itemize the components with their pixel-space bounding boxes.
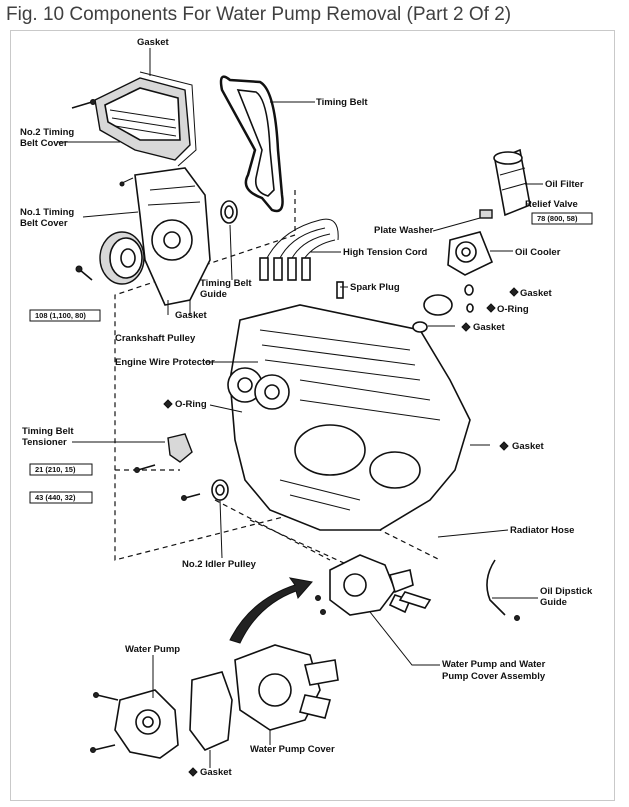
gasket-bottom-shape <box>189 671 233 751</box>
relief-torque-box <box>531 212 593 225</box>
label-plate-washer: Plate Washer <box>374 225 434 236</box>
torque-21-box <box>29 463 93 476</box>
no1-timing-belt-cover <box>134 167 211 306</box>
gasket-center-ring <box>412 321 428 333</box>
label-dipstick-1: Oil Dipstick <box>540 586 593 597</box>
label-no2-cover-1: No.2 Timing <box>20 127 74 138</box>
oil-cooler <box>447 231 494 276</box>
label-relief-torque: 78 (800, 58) <box>537 214 578 223</box>
gasket-right-ring <box>423 294 453 316</box>
bolt-21 <box>134 464 156 473</box>
no2-idler-pulley-hub <box>215 484 225 496</box>
page-title: Fig. 10 Components For Water Pump Remova… <box>6 4 512 25</box>
oil-dipstick-guide <box>486 559 506 616</box>
radiator-hose <box>398 591 432 609</box>
label-relief-valve: Relief Valve <box>525 199 578 210</box>
label-gasket-top: Gasket <box>137 37 170 48</box>
crankshaft-pulley <box>99 231 145 285</box>
torque-108-box <box>29 309 101 322</box>
no2-timing-belt-cover <box>94 77 191 161</box>
bolt-pump-1 <box>96 694 119 701</box>
bolt-assembly-1 <box>315 595 321 601</box>
gasket-top-shape <box>139 71 197 167</box>
label-assembly-2: Pump Cover Assembly <box>442 671 546 682</box>
label-no2-cover-2: Belt Cover <box>20 138 68 149</box>
label-gasket-bottom: Gasket <box>200 767 233 778</box>
label-oil-cooler: Oil Cooler <box>515 247 561 258</box>
label-guide-2: Guide <box>200 289 227 300</box>
diagram-frame <box>10 30 615 801</box>
label-dipstick-2: Guide <box>540 597 567 608</box>
gasket-right-small <box>464 284 474 296</box>
relief-valve <box>479 209 493 219</box>
label-torque-43: 43 (440, 32) <box>35 493 76 502</box>
bolt-cover-1 <box>121 177 134 184</box>
label-high-tension-cord: High Tension Cord <box>343 247 427 258</box>
label-oring-left: O-Ring <box>175 399 207 410</box>
label-assembly-1: Water Pump and Water <box>442 659 546 670</box>
engine-block <box>229 304 471 531</box>
timing-belt <box>219 75 284 213</box>
bolt-top-left <box>71 99 96 109</box>
label-gasket-center: Gasket <box>175 310 208 321</box>
label-idler-pulley: No.2 Idler Pulley <box>182 559 257 570</box>
label-spark-plug: Spark Plug <box>350 282 400 293</box>
spark-plug <box>336 281 344 299</box>
oil-filter <box>493 148 531 217</box>
timing-belt-guide-inner <box>224 205 234 219</box>
pulley-bolt <box>75 265 93 281</box>
timing-belt-tensioner <box>167 433 193 463</box>
bolt-assembly-2 <box>320 609 326 615</box>
bolt-pump-1-head <box>93 692 99 698</box>
label-radiator-hose: Radiator Hose <box>510 525 574 536</box>
oring-right-small <box>466 303 474 313</box>
high-tension-cords <box>259 218 339 281</box>
water-pump <box>114 689 179 759</box>
label-water-pump-cover: Water Pump Cover <box>250 744 335 755</box>
label-gasket-engine: Gasket <box>512 441 545 452</box>
diamond-bullets <box>163 287 519 777</box>
label-guide-1: Timing Belt <box>200 278 252 289</box>
camshaft-pulleys <box>227 367 290 410</box>
water-pump-assembly <box>329 554 414 616</box>
bolt-head <box>119 181 125 187</box>
label-water-pump: Water Pump <box>125 644 180 655</box>
label-torque-21: 21 (210, 15) <box>35 465 76 474</box>
direction-arrow <box>229 577 313 644</box>
water-pump-cover <box>234 644 339 731</box>
label-no1-cover-2: Belt Cover <box>20 218 68 229</box>
label-timing-belt: Timing Belt <box>316 97 368 108</box>
bolt-43 <box>181 493 201 501</box>
label-gasket-right2: Gasket <box>473 322 506 333</box>
label-tensioner-1: Timing Belt <box>22 426 74 437</box>
label-tensioner-2: Tensioner <box>22 437 67 448</box>
bolt-pump-2-head <box>90 747 96 753</box>
label-crankshaft-pulley: Crankshaft Pulley <box>115 333 196 344</box>
torque-43-box <box>29 491 93 504</box>
label-engine-wire-protector: Engine Wire Protector <box>115 357 215 368</box>
bolt-pump-2 <box>93 744 116 751</box>
label-oil-filter: Oil Filter <box>545 179 584 190</box>
bolt-dipstick <box>514 615 520 621</box>
label-oring-right: O-Ring <box>497 304 529 315</box>
label-torque-108: 108 (1,100, 80) <box>35 311 86 320</box>
label-no1-cover-1: No.1 Timing <box>20 207 74 218</box>
leader-lines <box>57 48 543 768</box>
label-gasket-right: Gasket <box>520 288 553 299</box>
